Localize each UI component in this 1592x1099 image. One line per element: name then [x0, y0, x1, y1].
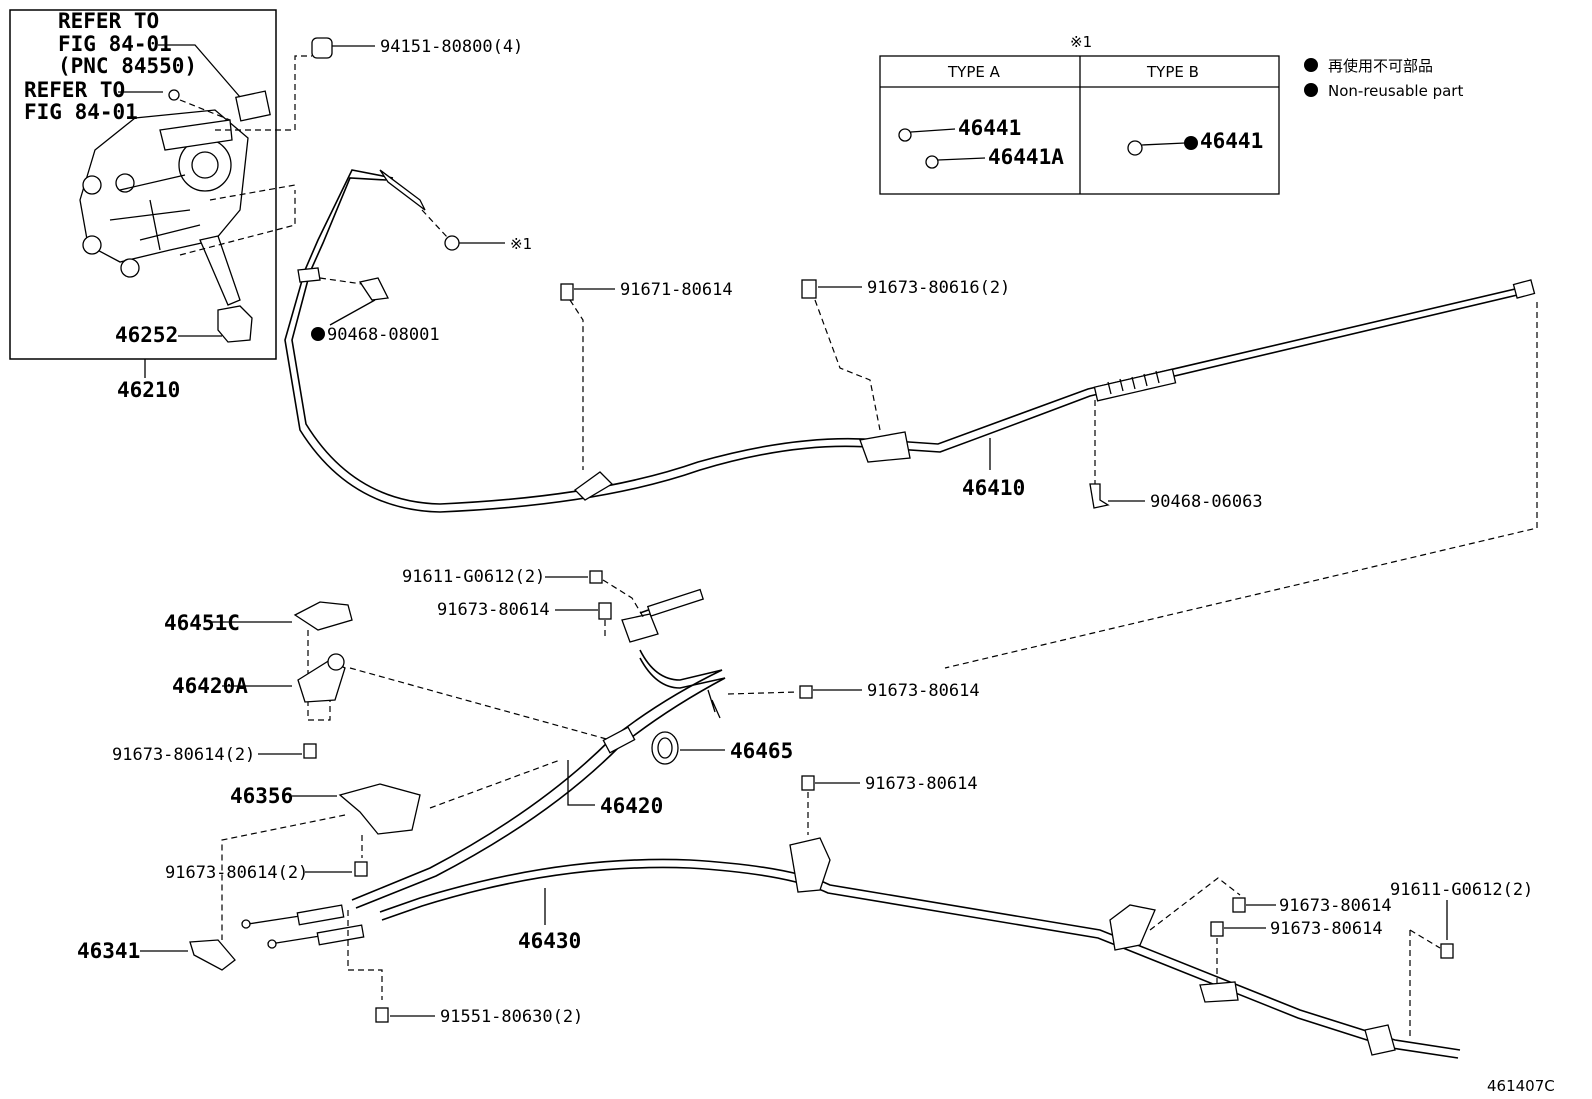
label-91673-80614-rb1: 91673-80614: [1279, 896, 1392, 916]
label-46451c: 46451C: [164, 611, 240, 635]
label-90468-08001: 90468-08001: [327, 325, 440, 345]
label-91673-80614-2b: 91673-80614(2): [165, 863, 308, 883]
legend: 再使用不可部品 Non-reusable part: [1304, 57, 1463, 100]
label-91671-80614: 91671-80614: [620, 280, 733, 300]
rear-cables: [241, 588, 1461, 1059]
label-90468-06063: 90468-06063: [1150, 492, 1263, 512]
refer-note-1-line1: REFER TO: [58, 9, 159, 33]
label-46420a: 46420A: [172, 674, 248, 698]
label-91673-80614-2a: 91673-80614(2): [112, 745, 255, 765]
label-91551-80630: 91551-80630(2): [440, 1007, 583, 1027]
pedal-assembly-inset: REFER TO FIG 84-01 (PNC 84550) REFER TO …: [9, 9, 277, 402]
refer-note-1-line3: (PNC 84550): [58, 54, 197, 78]
pedal-bracket-drawing: [79, 89, 271, 306]
diagram-id: 461407C: [1487, 1077, 1555, 1095]
legend-en: Non-reusable part: [1328, 82, 1463, 100]
type-table-title: ※1: [1070, 33, 1092, 51]
type-a-header: TYPE A: [947, 63, 1001, 81]
non-reusable-dot-icon: [1304, 58, 1318, 72]
legend-jp: 再使用不可部品: [1328, 57, 1433, 75]
label-46252: 46252: [115, 323, 178, 347]
label-46441-a: 46441: [958, 116, 1021, 140]
label-46441a: 46441A: [988, 145, 1064, 169]
label-94151-80800: 94151-80800(4): [380, 37, 523, 57]
refer-note-1-line2: FIG 84-01: [58, 32, 172, 56]
label-46356: 46356: [230, 784, 293, 808]
label-46420: 46420: [600, 794, 663, 818]
label-91673-80614-center: 91673-80614: [865, 774, 978, 794]
pedal-pad-part: [217, 305, 253, 343]
label-91673-80614-rb2: 91673-80614: [1270, 919, 1383, 939]
type-table: ※1 TYPE A TYPE B 46441 46441A 46441: [879, 33, 1280, 195]
label-91611-g0612-top: 91611-G0612(2): [402, 567, 545, 587]
label-note1-nut: ※1: [510, 235, 532, 253]
label-91673-80614-right: 91673-80614: [867, 681, 980, 701]
label-91673-80616: 91673-80616(2): [867, 278, 1010, 298]
type-b-header: TYPE B: [1146, 63, 1199, 81]
label-91673-80614-mid: 91673-80614: [437, 600, 550, 620]
label-46430: 46430: [518, 929, 581, 953]
refer-note-2-line1: REFER TO: [24, 78, 125, 102]
refer-note-2-line2: FIG 84-01: [24, 100, 138, 124]
front-cable-46410: [284, 169, 1536, 513]
label-46465: 46465: [730, 739, 793, 763]
label-46441-b: 46441: [1200, 129, 1263, 153]
label-46210: 46210: [117, 378, 180, 402]
label-91611-g0612-rb: 91611-G0612(2): [1390, 880, 1533, 900]
label-46410: 46410: [962, 476, 1025, 500]
label-46341: 46341: [77, 939, 140, 963]
